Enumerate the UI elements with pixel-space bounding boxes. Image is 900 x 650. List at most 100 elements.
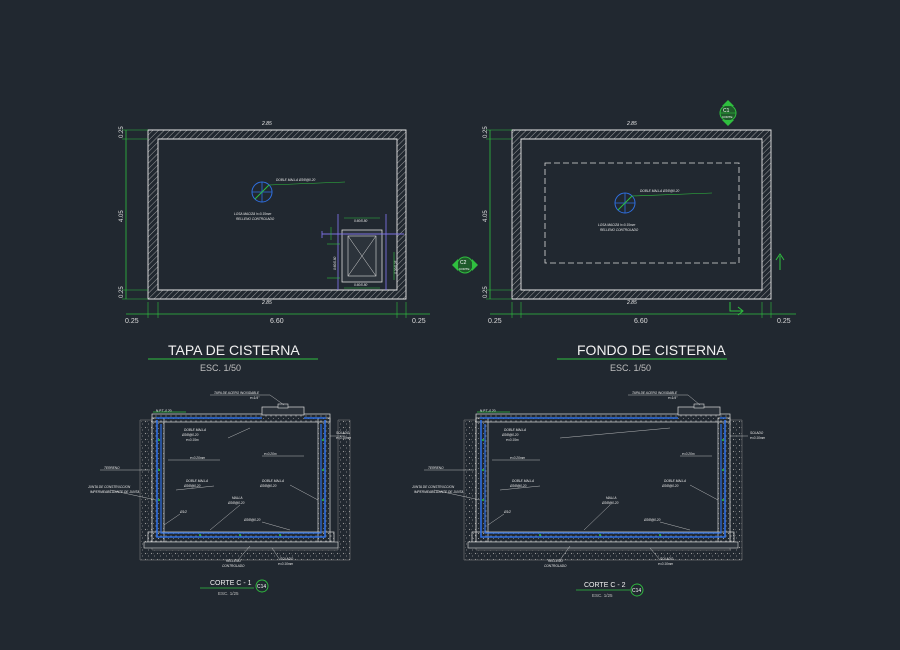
fondo-dim-left-top: 0.25 xyxy=(483,126,489,138)
fondo-mesh-label: DOBLE MALLA Ø3/8@0.20 xyxy=(640,189,679,193)
s2-malla-base-2: Ø3/8@0.20 xyxy=(601,501,619,505)
tapa-access-hatch xyxy=(321,214,404,290)
tapa-dim-base-right: 0.25 xyxy=(412,318,426,325)
s1-mesh-top-2: Ø3/8@0.20 xyxy=(181,433,199,437)
s2-ref: C14 xyxy=(632,588,641,594)
s2-relleno-2: CONTROLADO xyxy=(544,564,567,568)
fondo-dim-base-mid: 6.60 xyxy=(634,318,648,325)
tapa-hatch-dim-v: 0.60/0.80 xyxy=(333,256,337,270)
tapa-wall-frame xyxy=(147,129,407,300)
s1-relleno-2: CONTROLADO xyxy=(222,564,245,568)
fondo-dim-base-right: 0.25 xyxy=(777,318,791,325)
s2-ref-bubble xyxy=(630,583,644,597)
s1-terreno: TERRENO xyxy=(104,466,120,470)
s2-solado-sub: e=0.10mm xyxy=(750,436,765,440)
fondo-slab-label-2: RELLENO CONTROLADO xyxy=(600,228,639,232)
tapa-title: TAPA DE CISTERNA xyxy=(168,342,300,358)
s1-bar-left: Ø1/2 xyxy=(179,510,187,514)
s2-cover-sub: e=1/4" xyxy=(668,396,678,400)
s1-mesh-wall: DOBLE MALLA xyxy=(186,479,208,483)
tapa-hatch-dim-h: 0.60/0.80 xyxy=(354,219,368,223)
tapa-hatch-dim-h2: 0.60/0.80 xyxy=(354,283,368,287)
s1-solado-base-2: e=0.10mm xyxy=(278,562,293,566)
s1-solado-base: SOLADO xyxy=(280,557,294,561)
s1-cover-sub: e=1/4" xyxy=(250,396,260,400)
section-c2: N.P.T.-0.20 TAPA DE ACERO INOXIDABLE e=1… xyxy=(412,391,765,598)
s1-junta-2: IMPERMEABILIZANTE DE JUNTA xyxy=(90,490,139,494)
s2-wall-right: e=0.20m xyxy=(682,452,695,456)
s2-mesh-top: DOBLE MALLA xyxy=(504,428,526,432)
s2-bar-left: Ø1/2 xyxy=(503,510,511,514)
tapa-slab-label-2: RELLENO CONTROLADO xyxy=(236,217,275,221)
s2-level: N.P.T.-0.20 xyxy=(480,409,496,413)
s2-junta-2: IMPERMEABILIZANTE DE JUNTA xyxy=(414,490,463,494)
fondo-dim-bottom: 2.85 xyxy=(626,300,637,306)
fondo-scale: ESC. 1/50 xyxy=(610,363,651,373)
tapa-dim-top: 2.85 xyxy=(261,121,272,127)
s1-scale: ESC. 1/25 xyxy=(218,591,239,596)
section-c1: N.P.T.-0.20 TAPA DE ACERO INOXIDABLE e=1… xyxy=(88,391,351,596)
tapa-dim-bottom: 2.85 xyxy=(261,300,272,306)
s1-ref: C14 xyxy=(257,584,266,590)
fondo-slab-label-1: LOSA MACIZA h=0.15mm xyxy=(598,223,636,227)
s2-malla-base: MALLA xyxy=(606,496,616,500)
fondo-cut-left-ref: CORTE xyxy=(459,267,469,271)
s2-solado-base-2: e=0.10mm xyxy=(658,562,673,566)
s2-mesh-top-2: Ø3/8@0.20 xyxy=(501,433,519,437)
fondo-dim-left-bot: 0.25 xyxy=(483,286,489,298)
s1-junta-1: JUNTA DE CONSTRUCCION xyxy=(88,485,131,489)
s2-mesh-right-2: Ø3/8@0.20 xyxy=(661,484,679,488)
s1-bar-right: Ø3/8@0.20 xyxy=(243,518,261,522)
s2-relleno-1: RELLENO xyxy=(548,559,563,563)
s1-mesh-top-3: e=0.15m xyxy=(186,438,199,442)
tapa-mesh-symbol xyxy=(251,181,346,203)
s2-title: CORTE C - 2 xyxy=(584,582,626,589)
tapa-dim-left-bot: 0.25 xyxy=(119,286,125,298)
s2-wall-left: e=0.20mm xyxy=(510,456,525,460)
s2-cover: TAPA DE ACERO INOXIDABLE xyxy=(632,391,678,395)
fondo-cut-left-num: C2 xyxy=(460,260,467,266)
s1-ref-bubble xyxy=(255,579,269,593)
plan-fondo: 2.85 2.85 0.25 4.05 0.25 0.25 6.60 0.25 … xyxy=(452,100,796,373)
fondo-title: FONDO DE CISTERNA xyxy=(577,342,726,358)
fondo-dim-left-mid: 4.05 xyxy=(483,210,489,222)
s2-scale: ESC. 1/25 xyxy=(592,593,613,598)
fondo-dashed-outline xyxy=(544,162,740,264)
fondo-cut-tag-top: C1 CORTE xyxy=(719,100,737,126)
fondo-cut-top-ref: CORTE xyxy=(722,115,732,119)
s1-malla-base: MALLA xyxy=(232,496,242,500)
fondo-cut-tag-left: C2 CORTE xyxy=(452,256,478,274)
s1-mesh-right-2: Ø3/8@0.20 xyxy=(259,484,277,488)
fondo-section-arrow-bottom xyxy=(729,302,744,316)
tapa-dim-left-top: 0.25 xyxy=(119,126,125,138)
fondo-section-arrow-right xyxy=(775,253,785,270)
s2-mesh-wall: DOBLE MALLA xyxy=(512,479,534,483)
s1-relleno-1: RELLENO xyxy=(226,559,241,563)
fondo-dim-base-left: 0.25 xyxy=(488,318,502,325)
s1-mesh-top: DOBLE MALLA xyxy=(184,428,206,432)
fondo-mesh-symbol xyxy=(614,192,713,214)
s2-bar-right: Ø3/8@0.20 xyxy=(643,518,661,522)
s2-mesh-wall-2: Ø3/8@0.20 xyxy=(509,484,527,488)
tapa-dim-base-left: 0.25 xyxy=(125,318,139,325)
s1-wall-left: e=0.20mm xyxy=(190,456,205,460)
fondo-wall-frame xyxy=(511,129,772,300)
tapa-dim-left-mid: 4.05 xyxy=(119,210,125,222)
s1-level: N.P.T.-0.20 xyxy=(156,409,172,413)
s2-solado: SOLADO xyxy=(750,431,764,435)
s1-mesh-right: DOBLE MALLA xyxy=(262,479,284,483)
fondo-dim-top: 2.85 xyxy=(626,121,637,127)
tapa-scale: ESC. 1/50 xyxy=(200,363,241,373)
s2-solado-base: SOLADO xyxy=(660,557,674,561)
s1-solado-sub: e=0.10mm xyxy=(336,436,351,440)
s1-malla-base-2: Ø3/8@0.20 xyxy=(227,501,245,505)
tapa-mesh-label: DOBLE MALLA Ø3/8@0.20 xyxy=(276,178,315,182)
s1-cover: TAPA DE ACERO INOXIDABLE xyxy=(214,391,260,395)
tapa-dim-base-mid: 6.60 xyxy=(270,318,284,325)
s1-title: CORTE C - 1 xyxy=(210,580,252,587)
s2-mesh-right: DOBLE MALLA xyxy=(664,479,686,483)
s2-terreno: TERRENO xyxy=(428,466,444,470)
plan-tapa: 2.85 2.85 0.25 4.05 0.25 0.25 6.60 0.25 … xyxy=(119,121,430,373)
tapa-slab-label-1: LOSA MACIZA h=0.15mm xyxy=(234,212,272,216)
